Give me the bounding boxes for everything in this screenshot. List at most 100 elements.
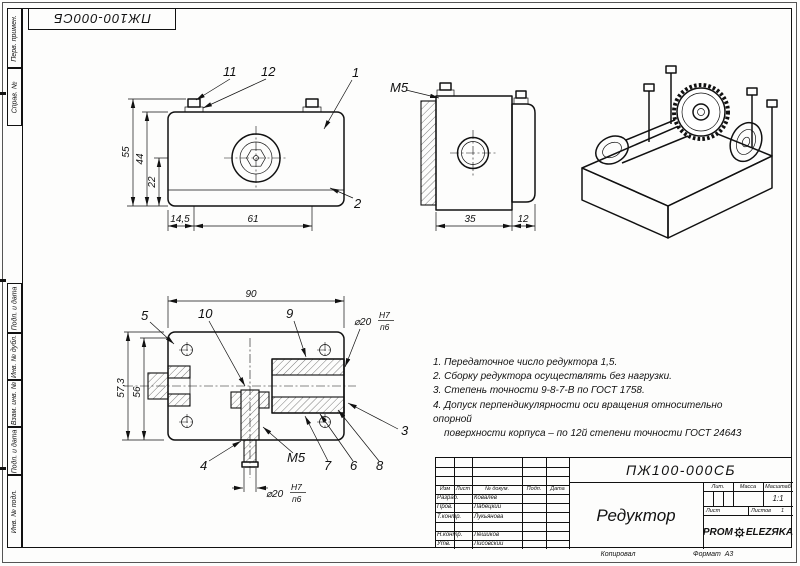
front-view: 11 12 1 2 55 44 22 14,5 61: [121, 64, 362, 231]
company-logo: PROM ELEZЯKA: [703, 515, 793, 549]
dim-35: 35: [464, 214, 476, 225]
isometric-view: [581, 65, 778, 239]
callout-4: 4: [200, 458, 207, 473]
flange-section: [420, 100, 437, 206]
kopiroval-label: Копировал: [600, 551, 636, 558]
stamp-podp-data-1: Подп. и дата: [7, 283, 22, 333]
product-name: Редуктор: [596, 505, 676, 525]
role-utv: Утв.: [437, 541, 451, 547]
note-4-cont: поверхности корпуса – по 12й степени точ…: [444, 428, 742, 440]
bolt-top-right: [513, 90, 529, 105]
scale-value: 1:1: [772, 494, 784, 503]
callout-6: 6: [350, 458, 358, 473]
callout-7: 7: [324, 458, 332, 473]
callout-10: 10: [198, 306, 213, 321]
dia-20-bottom: ⌀20: [266, 489, 284, 500]
role-tkontr: Т.контр.: [437, 513, 462, 520]
doc-number: ПЖ100-000СБ: [625, 462, 737, 478]
base-left-face: [581, 167, 669, 239]
dim-14-5: 14,5: [170, 214, 190, 225]
dia-20-top: ⌀20: [354, 317, 372, 328]
bolt-right: [302, 98, 322, 113]
note-3: 3. Степень точности 9-8-7-В по ГОСТ 1758…: [433, 385, 645, 397]
role-nkontr: Н.контр.: [437, 532, 463, 538]
logo-text-left: PROM: [702, 526, 733, 538]
lit-label: Лит.: [711, 483, 725, 490]
name-nkontr: Лешиков: [474, 532, 500, 538]
callout-5: 5: [141, 308, 149, 323]
callout-2: 2: [353, 196, 362, 211]
callout-11: 11: [223, 64, 237, 79]
role-razrab: Разраб.: [437, 495, 459, 501]
col-doc: № докум.: [484, 486, 510, 492]
format-value: А3: [724, 551, 734, 558]
format-label: Формат А3: [693, 551, 733, 558]
fit-lower-bottom: п6: [292, 494, 302, 504]
stamp-inv-dubl: Инв. № дубл.: [7, 333, 22, 380]
fit-lower-top: п6: [380, 322, 390, 332]
base-right-face: [667, 155, 773, 239]
drawing-frame: [22, 8, 792, 548]
sheets-value: 1: [781, 508, 785, 514]
thread-m5-section: М5: [287, 450, 306, 465]
thread-m5-label: М5: [390, 80, 409, 95]
stud: [746, 87, 758, 148]
mass-label: Масса: [739, 483, 757, 490]
note-4: 4. Допуск перпендикулярности оси вращени…: [433, 399, 723, 425]
housing-outline: [167, 111, 345, 207]
role-prov: Пров.: [437, 504, 453, 510]
format-word: Формат: [693, 551, 721, 558]
section-view: 90 57,3 56 5 10 9 ⌀20 Н7 п6 4: [116, 289, 409, 504]
stud: [643, 83, 655, 142]
side-view: М5 35 12: [390, 80, 536, 231]
trim-mark: [0, 279, 6, 282]
col-list: Лист: [455, 486, 471, 492]
note-1: 1. Передаточное число редуктора 1,5.: [433, 357, 618, 368]
col-podp: Подп.: [526, 486, 542, 492]
sheet-label: Лист: [706, 508, 721, 514]
callout-1: 1: [352, 65, 359, 80]
trim-mark: [0, 467, 6, 470]
stamp-inv-podl: Инв. № подл.: [7, 475, 22, 548]
stamp-perv-primen: Перв. примен.: [7, 8, 22, 68]
wheel-right: [729, 121, 763, 163]
gear-icon: [734, 526, 745, 538]
stamp-vzam-inv: Взам. инв. №: [7, 380, 22, 427]
name-tkontr: Лукьянова: [474, 513, 504, 520]
gear-hub-section: [271, 358, 345, 414]
bolt-top: [436, 82, 455, 97]
callout-12: 12: [261, 64, 276, 79]
callout-3: 3: [401, 423, 409, 438]
sheets-label: Листов: [751, 508, 772, 514]
output-shaft-boss: [595, 135, 629, 165]
dim-55: 55: [121, 146, 132, 158]
note-2: 2. Сборку редуктора осуществлять без наг…: [433, 371, 672, 383]
gear-large: [672, 83, 730, 141]
dim-56: 56: [132, 386, 143, 398]
dim-61: 61: [247, 214, 258, 225]
col-data: Дата: [550, 486, 565, 492]
scale-label: Масштаб: [765, 483, 791, 490]
fit-upper-bottom: Н7: [291, 482, 302, 492]
callout-9: 9: [286, 306, 293, 321]
dim-22: 22: [147, 176, 158, 189]
bolt-left: [184, 98, 204, 113]
name-razrab: Ковалев: [474, 495, 497, 501]
vertical-shaft-section: [230, 389, 270, 468]
stamp-sprav-no: Справ. №: [7, 68, 22, 126]
stud: [766, 99, 778, 156]
name-prov: Лабецкий: [474, 504, 502, 510]
dim-44: 44: [135, 153, 146, 165]
left-bearing: [167, 365, 191, 407]
callout-8: 8: [376, 458, 384, 473]
name-utv: Лисовский: [474, 541, 504, 547]
dim-12: 12: [517, 214, 529, 225]
title-block: Изм Лист № докум. Подп. Дата Разраб. Ков…: [435, 457, 793, 549]
dim-90: 90: [245, 289, 257, 300]
col-izm: Изм: [439, 486, 451, 492]
logo-text-right: ELEZЯKA: [745, 526, 794, 538]
trim-mark: [0, 92, 6, 95]
stud: [665, 65, 677, 124]
